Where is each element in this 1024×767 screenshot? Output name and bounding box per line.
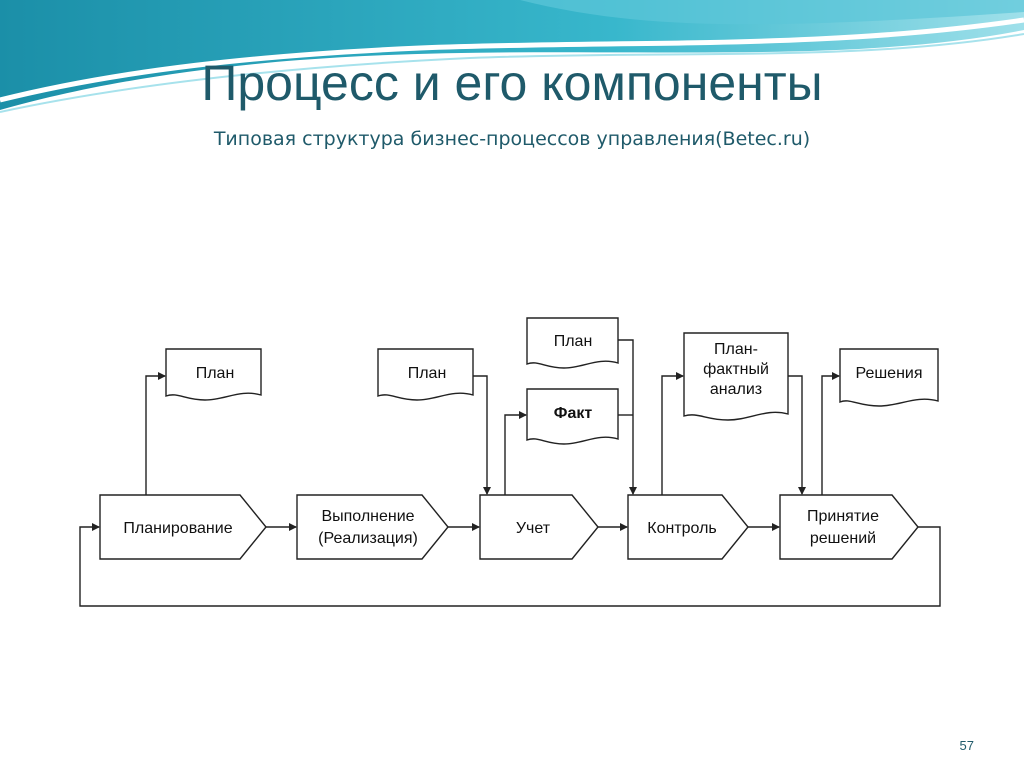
doc-fact-label: Факт [554,405,593,422]
doc-plan-fact-label-2: фактный [703,361,769,378]
step-control-shape [627,494,749,560]
step-decision-label-1: Принятие [807,508,879,525]
doc-fact-shape [526,388,619,445]
step-decision-label-2: решений [810,530,876,547]
doc-plan-fact-analysis-shape [683,332,789,421]
doc-plan-in-control-label: План [554,333,593,350]
page-number: 57 [959,738,974,753]
doc-plan-out-shape [165,348,262,401]
doc-decisions-out-label: Решения [855,365,922,382]
step-execution-shape [296,494,449,560]
step-execution-label-1: Выполнение [321,508,414,525]
step-planning-shape [99,494,267,560]
doc-plan-in-accounting-shape [377,348,474,401]
doc-plan-fact-label-3: анализ [710,381,762,398]
step-decision-shape [779,494,919,560]
header-wave-decoration [0,0,1024,113]
doc-plan-in-accounting-label: План [408,365,447,382]
step-accounting-label: Учет [516,520,551,537]
doc-decisions-out-shape [839,348,939,407]
doc-plan-fact-label-1: План- [714,341,758,358]
slide-title: Процесс и его компоненты [201,55,823,111]
step-control-label: Контроль [647,520,717,537]
doc-plan-in-control-shape [526,317,619,369]
step-accounting-shape [479,494,599,560]
step-execution-label-2: (Реализация) [318,530,418,547]
step-planning-label: Планирование [123,520,232,537]
doc-plan-out-label: План [196,365,235,382]
slide-subtitle: Типовая структура бизнес-процессов управ… [213,128,811,150]
